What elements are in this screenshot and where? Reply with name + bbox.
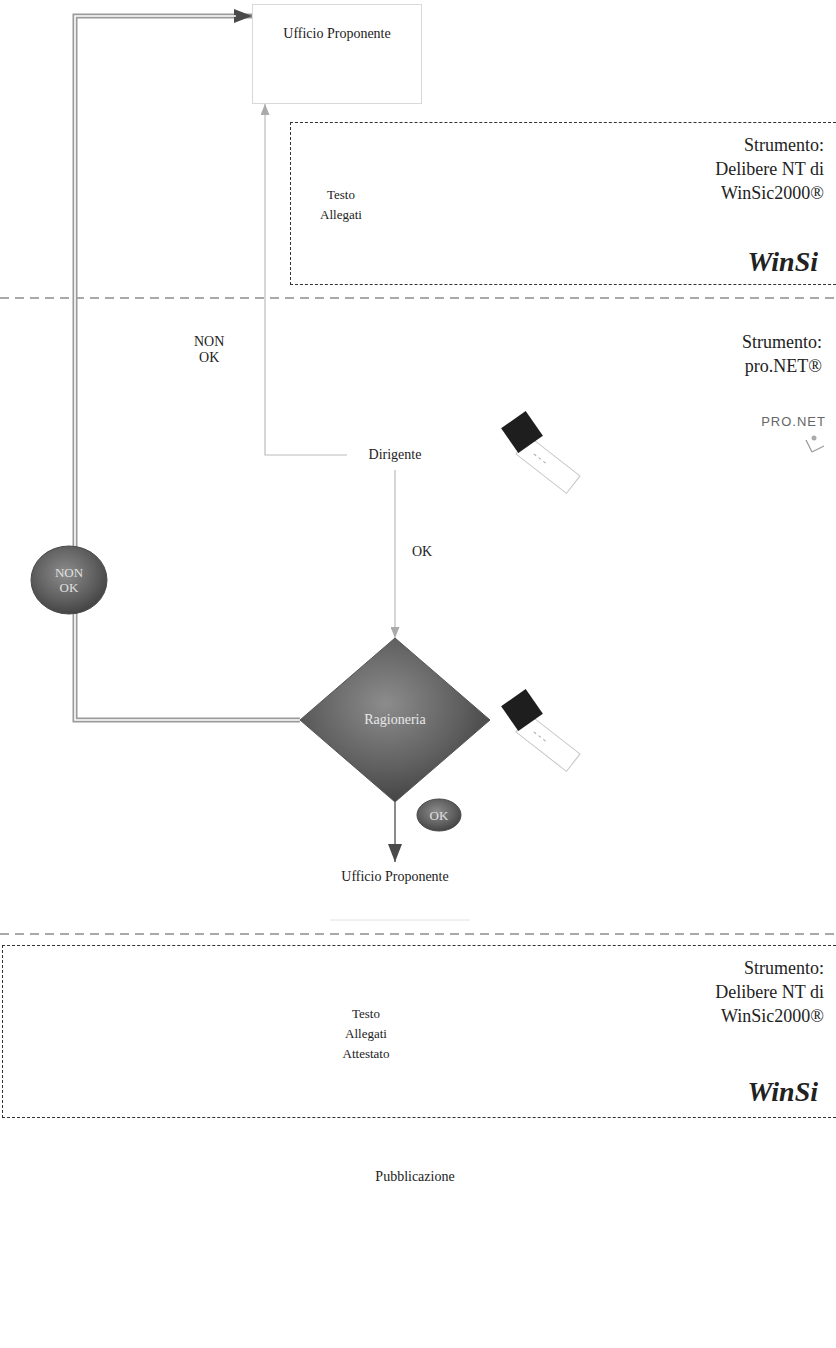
card-stripe — [534, 454, 547, 464]
badge-shape — [31, 546, 107, 614]
decision-diamond: Ragioneria — [300, 638, 490, 802]
card-stripe — [534, 732, 547, 742]
tool-caption: Strumento: Delibere NT di WinSic2000® — [684, 133, 824, 205]
smartcard-icon — [501, 411, 580, 493]
logo-text: WinSi — [747, 1076, 818, 1107]
band-divider — [0, 933, 836, 934]
faint-rule — [330, 920, 470, 921]
edge-badge: NON OK — [30, 545, 108, 615]
connector-inner — [75, 16, 300, 720]
process-step: Dirigente — [347, 440, 443, 470]
figure-stroke — [812, 446, 824, 452]
connector-line — [394, 470, 395, 638]
smartcard-icon — [501, 689, 580, 771]
connector-line — [265, 104, 347, 455]
diamond-label: Ragioneria — [364, 711, 425, 729]
logo-text: WinSi — [747, 246, 818, 277]
edge-badge: OK — [416, 798, 462, 832]
process-step: Pubblicazione — [355, 1162, 475, 1192]
step-label: Pubblicazione — [375, 1168, 454, 1186]
tool-region: Testo Allegati Attestato Strumento: Delib… — [2, 945, 836, 1118]
process-box: Ufficio Proponente — [252, 4, 422, 104]
card-reader — [501, 411, 543, 453]
connector-line — [394, 802, 396, 862]
pronet-figure — [806, 436, 824, 453]
box-title: Ufficio Proponente — [283, 25, 390, 43]
band-divider — [0, 297, 836, 298]
figure-stroke — [806, 440, 812, 452]
edge-label: OK — [430, 808, 449, 823]
badge-shape — [417, 799, 461, 831]
figure-dot — [812, 436, 817, 441]
flow-connector — [395, 802, 396, 862]
edge-label-box: OK — [412, 544, 432, 560]
document-list: Testo Allegati — [306, 185, 376, 225]
step-label: Ufficio Proponente — [341, 868, 448, 886]
document-list: Testo Allegati Attestato — [331, 1004, 401, 1064]
edge-label: OK — [412, 544, 432, 560]
step-label: Dirigente — [369, 446, 422, 464]
edge-label-box: NON OK — [194, 334, 224, 366]
process-step: Ufficio Proponente — [330, 862, 460, 892]
diamond-shape — [300, 638, 490, 802]
connector-line — [75, 16, 300, 720]
edge-label: NON OK — [194, 334, 224, 366]
logo-text: PRO.NET — [761, 414, 826, 430]
edge-label: NON OK — [55, 565, 83, 595]
flow-connector — [395, 470, 396, 638]
return-connector — [265, 104, 347, 455]
tool-caption: Strumento: Delibere NT di WinSic2000® — [684, 956, 824, 1028]
tool-caption: Strumento: pro.NET® — [702, 330, 822, 378]
card-reader — [501, 689, 543, 731]
return-connector — [75, 16, 300, 720]
